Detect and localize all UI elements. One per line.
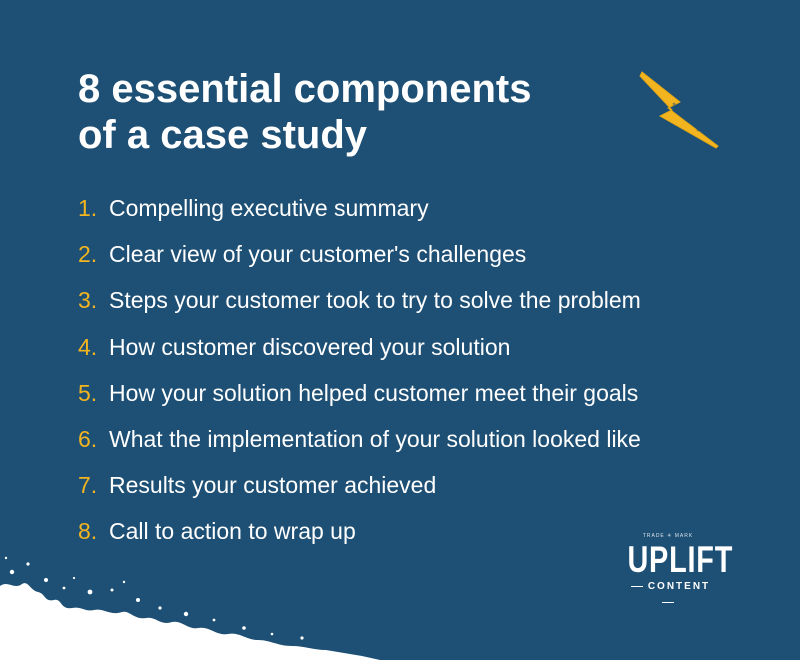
list-item: 5. How your solution helped customer meet… <box>78 376 641 422</box>
components-list: 1. Compelling executive summary 2. Clear v… <box>78 191 641 561</box>
page-title: 8 essential components of a case study <box>78 66 638 158</box>
list-item: 7. Results your customer achieved <box>78 468 641 514</box>
list-text: Results your customer achieved <box>109 472 437 499</box>
title-line-1: 8 essential components <box>78 67 532 111</box>
list-item: 4. How customer discovered your solution <box>78 330 641 376</box>
paint-splash <box>0 556 380 660</box>
list-item: 1. Compelling executive summary <box>78 191 641 237</box>
list-text: Compelling executive summary <box>109 195 429 221</box>
list-text: How customer discovered your solution <box>109 333 511 360</box>
list-number: 4. <box>78 333 98 360</box>
list-number: 6. <box>78 425 98 452</box>
list-number: 1. <box>78 195 98 221</box>
lightning-bolt-icon <box>639 71 719 149</box>
logo-main-text: UPLIFT <box>627 539 734 580</box>
list-text: How your solution helped customer meet t… <box>109 379 639 406</box>
list-number: 8. <box>78 518 98 545</box>
list-text: Clear view of your customer's challenges <box>109 241 527 268</box>
list-number: 3. <box>78 287 98 314</box>
title-line-2: of a case study <box>78 113 368 157</box>
list-text: Call to action to wrap up <box>109 518 356 545</box>
logo-trademark: TRADE ✳ MARK <box>642 533 694 539</box>
list-number: 2. <box>78 241 98 268</box>
list-number: 5. <box>78 379 98 406</box>
list-text: What the implementation of your solution… <box>109 425 641 452</box>
list-item: 6. What the implementation of your soluti… <box>78 422 641 468</box>
list-item: 3. Steps your customer took to try to sol… <box>78 283 641 329</box>
logo-sub-text: CONTENT <box>616 579 720 611</box>
list-item: 2. Clear view of your customer's challeng… <box>78 237 641 283</box>
list-text: Steps your customer took to try to solve… <box>109 287 641 314</box>
list-number: 7. <box>78 472 98 499</box>
list-item: 8. Call to action to wrap up <box>78 514 641 560</box>
uplift-content-logo: TRADE ✳ MARK UPLIFT CONTENT <box>616 532 734 602</box>
